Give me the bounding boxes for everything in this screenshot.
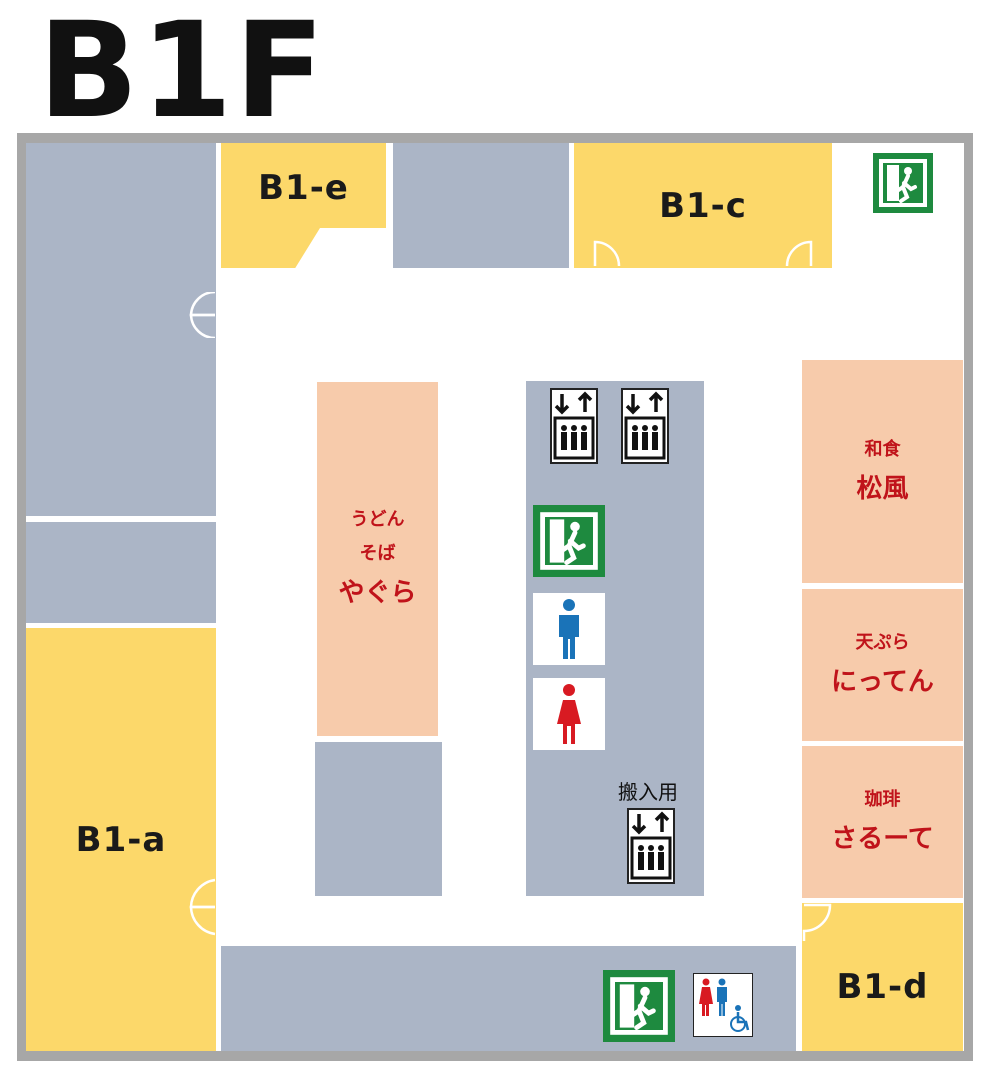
unit-b1-e-label: B1-e: [258, 167, 349, 208]
emergency-exit-icon: [603, 970, 675, 1042]
floor-title: B1F: [38, 0, 327, 148]
unit-b1-c[interactable]: B1-c: [574, 143, 832, 268]
shop-yagura-name: やぐら: [338, 578, 417, 608]
shop-yagura-line1: うどん: [350, 509, 405, 530]
unit-b1-a-label: B1-a: [75, 819, 167, 860]
emergency-exit-icon: [873, 153, 933, 213]
door-swing-icon: [785, 240, 813, 267]
door-swing-icon: [593, 240, 621, 267]
service-area-center-left: [315, 742, 442, 896]
service-area-top: [393, 143, 569, 268]
shop-shofu-name: 松風: [856, 473, 909, 504]
shop-shofu[interactable]: 和食 松風: [802, 360, 963, 583]
shop-yagura-line2: そば: [359, 543, 396, 564]
shop-nitten-name: にってん: [831, 667, 934, 697]
door-swing-icon: [189, 292, 216, 338]
elevator-icon: [627, 808, 675, 884]
unit-b1-a[interactable]: B1-a: [26, 628, 216, 1051]
elevator-icon: [550, 388, 598, 464]
door-swing-icon: [189, 878, 216, 936]
freight-elevator-label: 搬入用: [618, 780, 678, 804]
service-area-left-top: [26, 143, 216, 516]
shop-nitten-category: 天ぷら: [855, 632, 910, 653]
shop-nitten[interactable]: 天ぷら にってん: [802, 589, 963, 741]
unit-b1-d[interactable]: B1-d: [802, 903, 963, 1051]
womens-restroom-icon: [533, 678, 605, 750]
emergency-exit-icon: [533, 505, 605, 577]
unit-b1-d-label: B1-d: [836, 967, 929, 1007]
accessible-restroom-icon: [693, 973, 753, 1037]
elevator-icon: [621, 388, 669, 464]
service-area-left-middle: [26, 522, 216, 623]
shop-yagura[interactable]: うどん そば やぐら: [317, 382, 438, 736]
mens-restroom-icon: [533, 593, 605, 665]
unit-b1-c-label: B1-c: [659, 185, 747, 226]
shop-saruute-name: さるーて: [831, 824, 934, 854]
door-swing-icon: [802, 903, 832, 941]
shop-saruute-category: 珈琲: [864, 789, 901, 810]
shop-shofu-category: 和食: [864, 438, 901, 460]
shop-saruute[interactable]: 珈琲 さるーて: [802, 746, 963, 898]
